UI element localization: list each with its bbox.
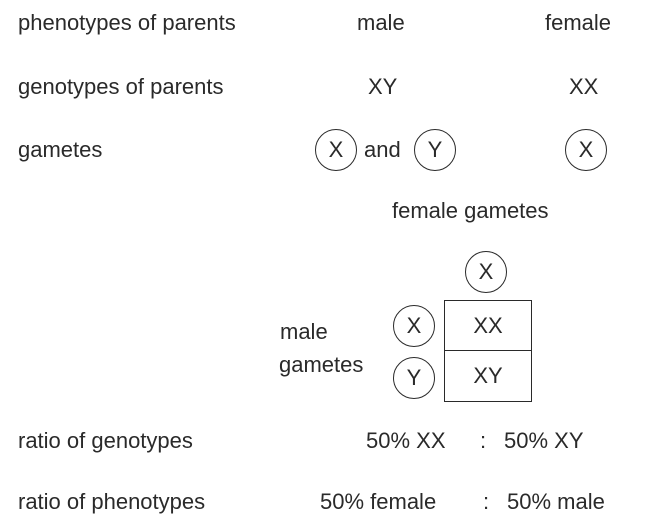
gametes-label: gametes	[18, 137, 103, 162]
punnett-female-gamete: X	[478, 259, 494, 284]
punnett-cell-xx: XX	[444, 300, 532, 352]
punnett-male-gamete-x: X	[406, 313, 422, 338]
ratio-of-genotypes-label: ratio of genotypes	[18, 428, 193, 453]
male-phenotype: male	[357, 10, 405, 35]
punnett-cell-xy: XY	[444, 350, 532, 403]
female-gametes-label: female gametes	[392, 198, 549, 223]
female-genotype: XX	[569, 74, 599, 99]
female-gamete-x: X	[578, 137, 594, 162]
punnett-male-gamete-x-circle: X	[393, 305, 435, 347]
male-gamete-x-circle: X	[315, 129, 357, 171]
male-gamete-y-circle: Y	[414, 129, 456, 171]
genotype-ratio-right: 50% XY	[504, 428, 584, 453]
female-gamete-x-circle: X	[565, 129, 607, 171]
genotype-ratio-left: 50% XX	[366, 428, 446, 453]
male-gamete-y: Y	[427, 137, 443, 162]
female-phenotype: female	[545, 10, 612, 35]
male-gamete-x: X	[328, 137, 344, 162]
ratio-of-phenotypes-label: ratio of phenotypes	[18, 489, 206, 514]
punnett-male-gamete-y-circle: Y	[393, 357, 435, 399]
gamete-connector: and	[364, 137, 401, 162]
phenotype-ratio-separator: :	[483, 489, 490, 514]
punnett-female-gamete-circle: X	[465, 251, 507, 293]
phenotype-ratio-left: 50% female	[320, 489, 437, 514]
male-genotype: XY	[368, 74, 398, 99]
genotype-ratio-separator: :	[480, 428, 487, 453]
genotypes-of-parents-label: genotypes of parents	[18, 74, 224, 99]
phenotype-ratio-right: 50% male	[507, 489, 605, 514]
male-gametes-label-line2: gametes	[279, 352, 364, 377]
offspring-xx: XX	[473, 313, 503, 338]
male-gametes-label-line1: male	[280, 319, 328, 344]
offspring-xy: XY	[473, 363, 503, 389]
punnett-male-gamete-y: Y	[406, 365, 422, 390]
phenotypes-of-parents-label: phenotypes of parents	[18, 10, 236, 35]
